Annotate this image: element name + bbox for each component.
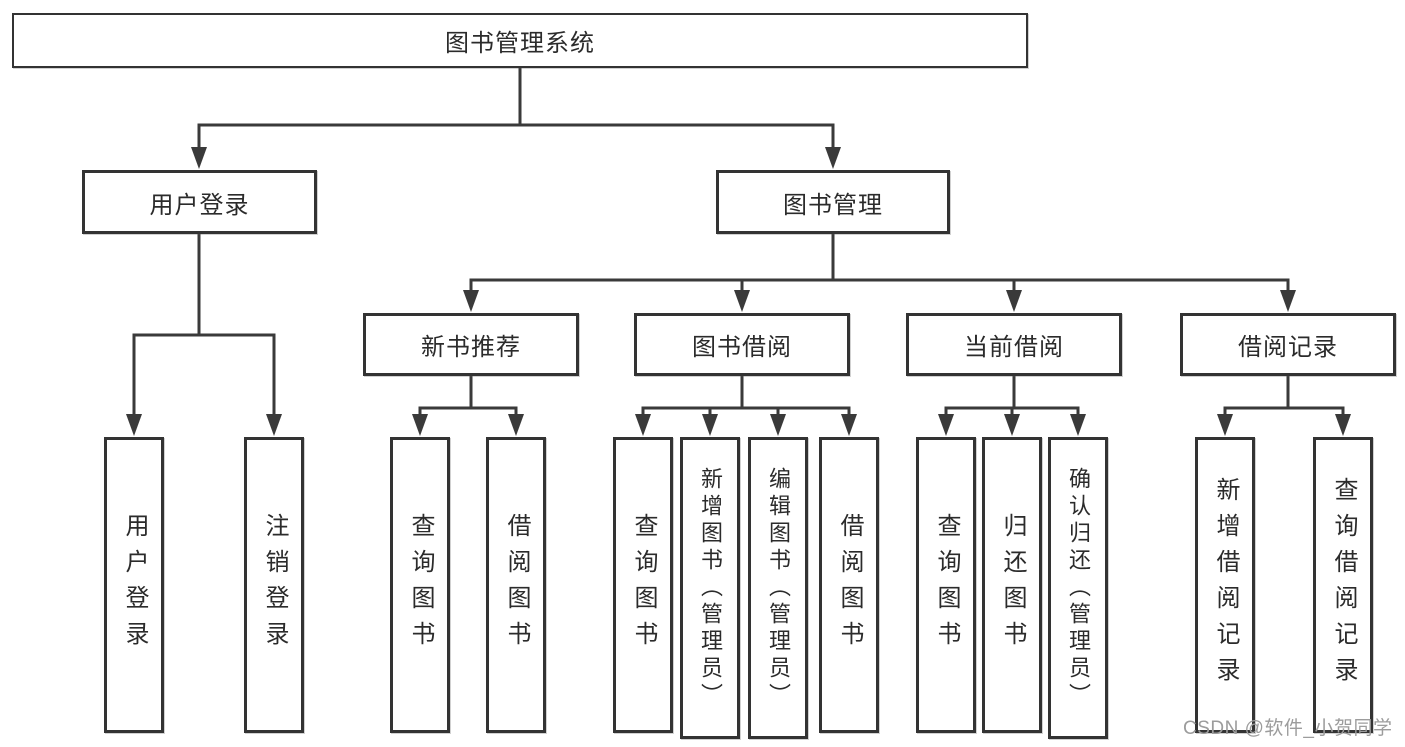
leaf-logout-label: 注销登录: [261, 513, 288, 657]
node-book-borrowing-label: 图书借阅: [692, 334, 792, 361]
edge-book-mgmt-bar: [469, 278, 1290, 294]
arrowhead-icon: [938, 414, 954, 436]
node-borrowing-records-label: 借阅记录: [1238, 334, 1338, 361]
node-new-book-recommendation: 新书推荐: [363, 313, 579, 376]
leaf-edit-book-admin-label: 编辑图书（管理员）: [766, 466, 791, 710]
arrowhead-icon: [508, 414, 524, 436]
edge-borrow-records-bar: [1223, 406, 1345, 420]
leaf-borrow-books-1-label: 借阅图书: [503, 513, 530, 657]
leaf-confirm-return-admin-label: 确认归还（管理员）: [1066, 466, 1091, 710]
arrowhead-icon: [770, 414, 786, 436]
arrowhead-icon: [825, 147, 841, 169]
leaf-borrow-books-1: 借阅图书: [486, 437, 546, 733]
node-current-borrowing-label: 当前借阅: [964, 334, 1064, 361]
arrowhead-icon: [463, 290, 479, 312]
leaf-add-book-admin: 新增图书（管理员）: [680, 437, 740, 739]
leaf-query-books-2: 查询图书: [613, 437, 673, 733]
leaf-add-borrow-record: 新增借阅记录: [1195, 437, 1255, 733]
node-root: 图书管理系统: [12, 13, 1028, 68]
arrowhead-icon: [126, 414, 142, 436]
arrowhead-icon: [1217, 414, 1233, 436]
leaf-query-books-3: 查询图书: [916, 437, 976, 733]
edge-root-bar: [197, 123, 835, 153]
arrowhead-icon: [734, 290, 750, 312]
arrowhead-icon: [1280, 290, 1296, 312]
leaf-query-borrow-record-label: 查询借阅记录: [1330, 477, 1357, 693]
edge-book-borrow-bar: [641, 406, 851, 420]
leaf-user-login: 用户登录: [104, 437, 164, 733]
arrowhead-icon: [635, 414, 651, 436]
node-user-login: 用户登录: [82, 170, 317, 234]
leaf-query-books-1-label: 查询图书: [407, 513, 434, 657]
leaf-borrow-books-2: 借阅图书: [819, 437, 879, 733]
arrowhead-icon: [1070, 414, 1086, 436]
leaf-confirm-return-admin: 确认归还（管理员）: [1048, 437, 1108, 739]
arrowhead-icon: [191, 147, 207, 169]
edge-user-login-bar: [132, 333, 276, 420]
node-book-management: 图书管理: [716, 170, 950, 234]
edge-new-book-bar: [418, 406, 518, 420]
node-book-borrowing: 图书借阅: [634, 313, 850, 376]
leaf-user-login-label: 用户登录: [121, 513, 148, 657]
leaf-borrow-books-2-label: 借阅图书: [836, 513, 863, 657]
leaf-query-books-1: 查询图书: [390, 437, 450, 733]
node-current-borrowing: 当前借阅: [906, 313, 1122, 376]
arrowhead-icon: [266, 414, 282, 436]
arrowhead-icon: [702, 414, 718, 436]
arrowhead-icon: [841, 414, 857, 436]
leaf-query-borrow-record: 查询借阅记录: [1313, 437, 1373, 733]
arrowhead-icon: [1335, 414, 1351, 436]
node-new-book-recommendation-label: 新书推荐: [421, 334, 521, 361]
arrowhead-icon: [412, 414, 428, 436]
leaf-add-book-admin-label: 新增图书（管理员）: [698, 466, 723, 710]
node-root-label: 图书管理系统: [445, 30, 595, 57]
leaf-query-books-3-label: 查询图书: [933, 513, 960, 657]
leaf-return-book-label: 归还图书: [999, 513, 1026, 657]
leaf-edit-book-admin: 编辑图书（管理员）: [748, 437, 808, 739]
leaf-add-borrow-record-label: 新增借阅记录: [1212, 477, 1239, 693]
node-borrowing-records: 借阅记录: [1180, 313, 1396, 376]
node-user-login-label: 用户登录: [149, 191, 250, 219]
leaf-return-book: 归还图书: [982, 437, 1042, 733]
arrowhead-icon: [1004, 414, 1020, 436]
node-book-management-label: 图书管理: [783, 191, 883, 219]
leaf-query-books-2-label: 查询图书: [630, 513, 657, 657]
arrowhead-icon: [1006, 290, 1022, 312]
csdn-watermark: CSDN @软件_小贺同学: [1183, 718, 1393, 739]
leaf-logout: 注销登录: [244, 437, 304, 733]
